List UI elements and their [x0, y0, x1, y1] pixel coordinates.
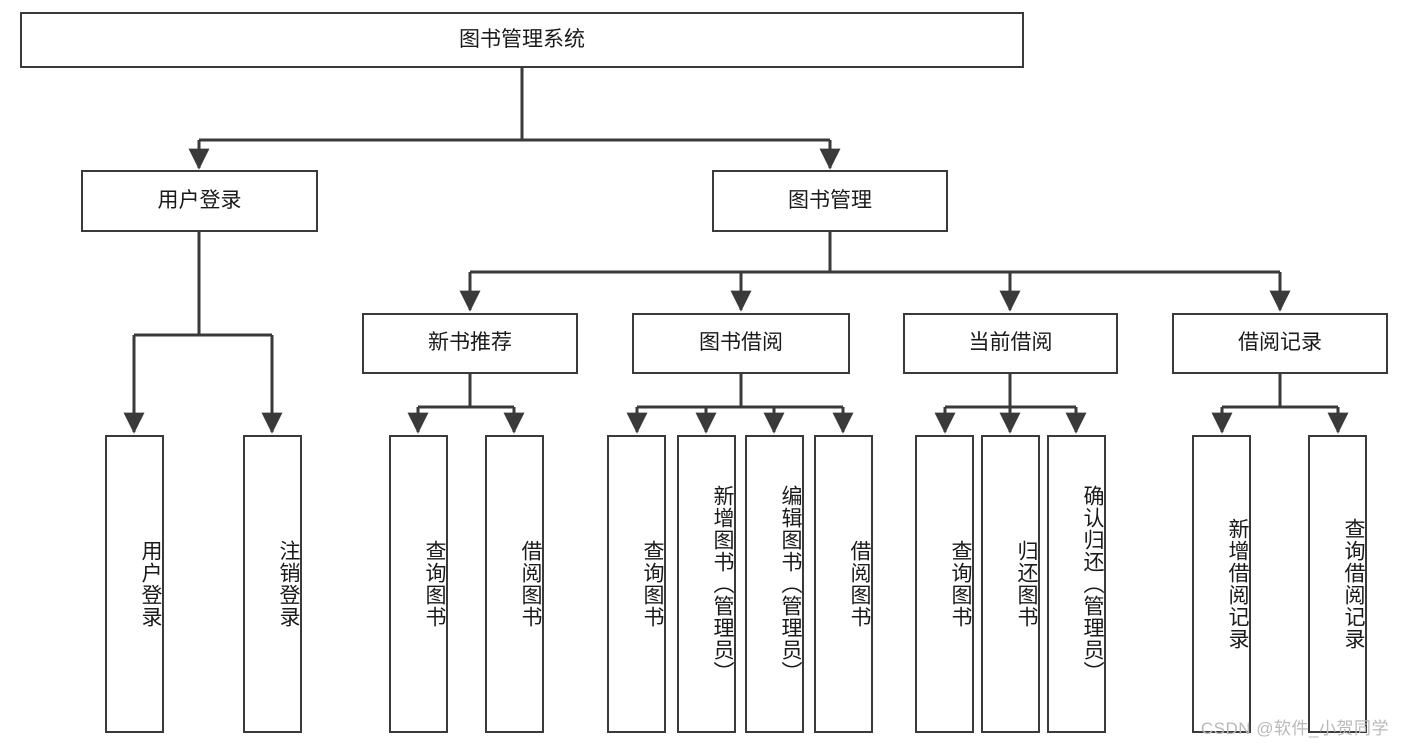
node-label: 当前借阅	[968, 331, 1053, 355]
node-label: 查询借阅记录	[1342, 518, 1365, 650]
node-label: 注销登录	[277, 540, 300, 628]
node-leaf-query-book-borrow[interactable]: 查询图书	[607, 435, 666, 733]
node-leaf-query-borrow-record[interactable]: 查询借阅记录	[1308, 435, 1367, 733]
node-label: 借阅图书	[519, 540, 542, 628]
node-label: 查询图书	[949, 540, 972, 628]
node-label: 借阅图书	[848, 540, 871, 628]
node-label: 图书管理	[788, 188, 872, 212]
node-borrow-record[interactable]: 借阅记录	[1172, 313, 1388, 374]
node-new-book-recommend[interactable]: 新书推荐	[362, 313, 578, 374]
node-label: 图书借阅	[699, 331, 783, 355]
node-leaf-query-book-current[interactable]: 查询图书	[915, 435, 974, 733]
node-label: 归还图书	[1015, 540, 1038, 628]
node-label: 新增图书（管理员）	[711, 485, 734, 683]
node-leaf-add-book[interactable]: 新增图书（管理员）	[677, 435, 736, 733]
node-label: 用户登录	[157, 188, 242, 212]
node-leaf-confirm-return[interactable]: 确认归还（管理员）	[1047, 435, 1106, 733]
node-current-borrow[interactable]: 当前借阅	[903, 313, 1118, 374]
node-label: 查询图书	[423, 540, 446, 628]
node-root-book-management-system[interactable]: 图书管理系统	[20, 12, 1024, 68]
node-label: 编辑图书（管理员）	[779, 485, 802, 683]
node-leaf-return-book[interactable]: 归还图书	[981, 435, 1040, 733]
node-book-borrow[interactable]: 图书借阅	[632, 313, 850, 374]
node-label: 确认归还（管理员）	[1081, 485, 1104, 683]
node-leaf-edit-book[interactable]: 编辑图书（管理员）	[745, 435, 804, 733]
node-label: 新增借阅记录	[1226, 518, 1249, 650]
node-book-management[interactable]: 图书管理	[712, 170, 948, 232]
node-label: 用户登录	[139, 540, 162, 628]
node-label: 图书管理系统	[459, 27, 585, 51]
watermark: CSDN @软件_小贺同学	[1200, 719, 1389, 738]
node-leaf-borrow-book[interactable]: 借阅图书	[814, 435, 873, 733]
node-label: 借阅记录	[1238, 331, 1322, 355]
node-leaf-user-login[interactable]: 用户登录	[105, 435, 164, 733]
node-label: 新书推荐	[428, 331, 512, 355]
node-leaf-query-book-recommend[interactable]: 查询图书	[389, 435, 448, 733]
node-leaf-add-borrow-record[interactable]: 新增借阅记录	[1192, 435, 1251, 733]
node-user-login[interactable]: 用户登录	[81, 170, 318, 232]
node-leaf-borrow-book-recommend[interactable]: 借阅图书	[485, 435, 544, 733]
node-leaf-user-logout[interactable]: 注销登录	[243, 435, 302, 733]
node-label: 查询图书	[641, 540, 664, 628]
